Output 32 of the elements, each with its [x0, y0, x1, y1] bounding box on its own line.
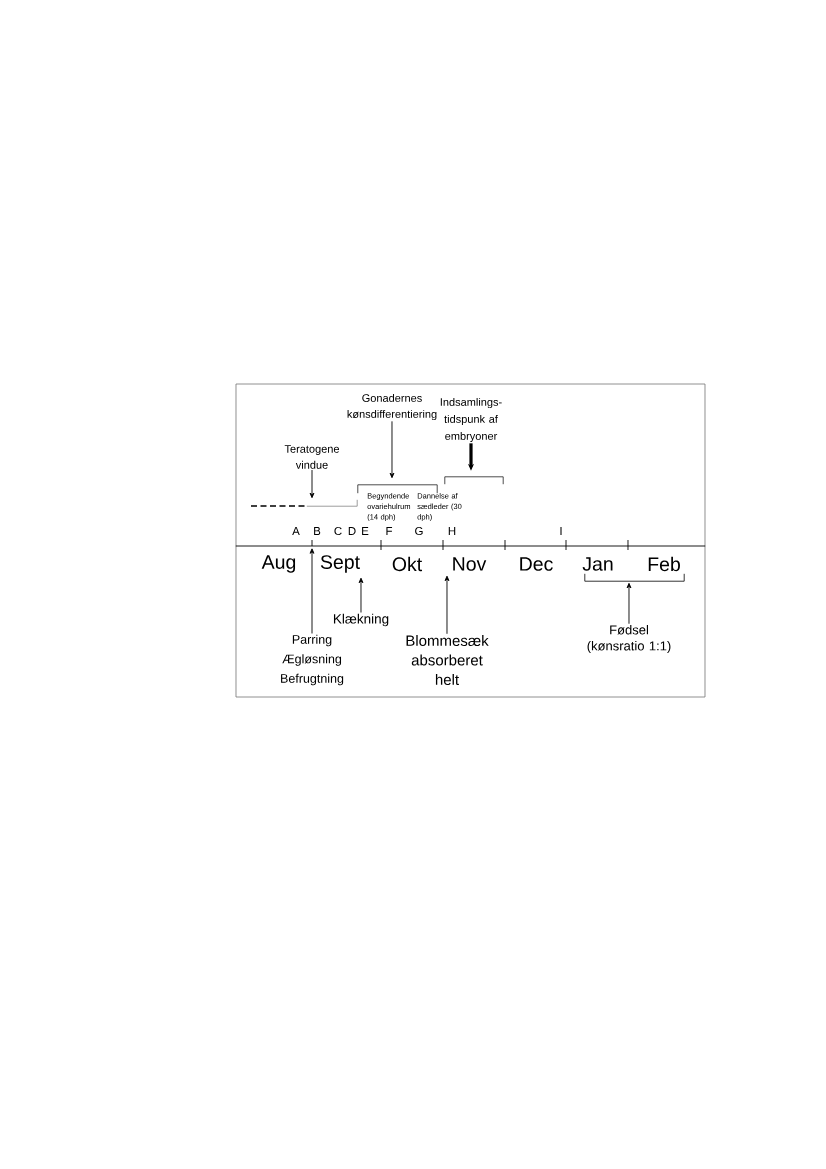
stage-letter: D	[348, 527, 356, 535]
arrow	[389, 420, 395, 479]
annotation-text: Teratogene vindue	[284, 445, 340, 469]
bracket	[584, 573, 685, 582]
month-label: Sept	[320, 555, 360, 573]
month-label: Jan	[582, 557, 613, 571]
timeline-axis	[235, 545, 706, 547]
stage-letter: B	[314, 527, 321, 535]
month-label: Feb	[648, 556, 680, 572]
window-line	[306, 499, 358, 507]
month-label: Aug	[261, 555, 296, 573]
arrow	[444, 575, 450, 635]
stage-letter: G	[415, 526, 423, 536]
stage-letter: A	[292, 527, 300, 535]
stage-letter: E	[362, 527, 369, 535]
bracket	[357, 484, 438, 494]
stage-letter: F	[386, 527, 393, 535]
arrow	[309, 469, 315, 499]
bracket	[444, 476, 504, 485]
stage-letter: H	[448, 527, 456, 535]
annotation-text: Fødsel (kønsratio 1:1)	[587, 624, 671, 654]
annotation-text: Parring Ægløsning Befrugtning	[281, 634, 344, 686]
month-label: Dec	[520, 557, 553, 571]
arrow	[358, 577, 364, 613]
annotation-text: Klækning	[333, 613, 389, 627]
arrow	[626, 582, 632, 625]
arrow	[309, 548, 315, 634]
stage-letter: C	[334, 526, 342, 536]
annotation-text: Gonadernes kønsdifferentiering	[347, 393, 437, 421]
annotation-text: Blommesæk absorberet helt	[406, 635, 489, 685]
month-label: Nov	[453, 557, 487, 571]
annotation-text: Indsamlings- tidspunk af embryoner	[440, 397, 502, 443]
